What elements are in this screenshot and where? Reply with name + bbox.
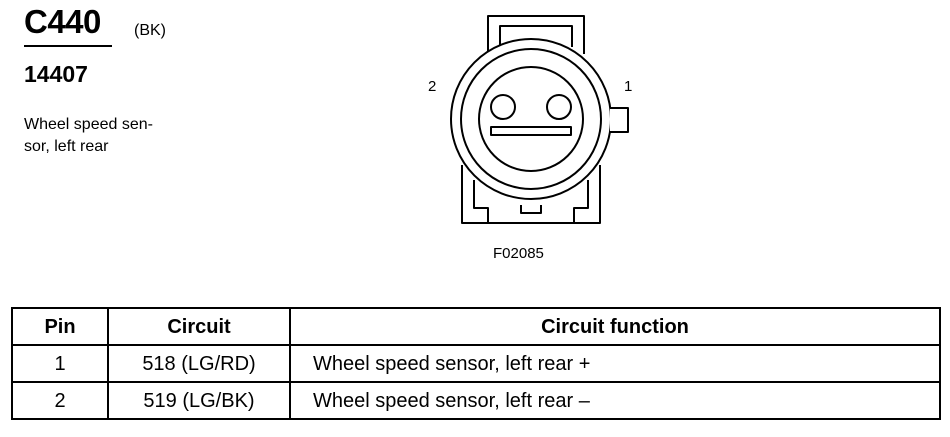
connector-terminal-face bbox=[478, 66, 584, 172]
column-header-pin: Pin bbox=[11, 307, 109, 346]
connector-face-diagram bbox=[450, 15, 629, 224]
pin-cell: 2 bbox=[11, 381, 109, 420]
connector-bottom-key bbox=[520, 205, 542, 214]
table-header-row: Pin Circuit Circuit function bbox=[11, 307, 941, 346]
connector-latch-inner bbox=[499, 25, 573, 47]
connector-id-underline bbox=[24, 45, 112, 47]
pin-label-1: 1 bbox=[624, 78, 633, 95]
circuit-function-cell: Wheel speed sensor, left rear + bbox=[289, 344, 941, 383]
pinout-table: Pin Circuit Circuit function 1 518 (LG/R… bbox=[11, 307, 941, 420]
circuit-function-cell: Wheel speed sensor, left rear – bbox=[289, 381, 941, 420]
connector-latch-outer bbox=[487, 15, 585, 54]
connector-color-code: (BK) bbox=[134, 22, 166, 39]
terminal-bar bbox=[490, 126, 572, 136]
connector-side-tab bbox=[610, 107, 629, 133]
description-line-1: Wheel speed sen- bbox=[24, 116, 153, 133]
terminal-cavity-pin-1 bbox=[546, 94, 572, 120]
connector-body-outer bbox=[461, 165, 601, 224]
circuit-cell: 518 (LG/RD) bbox=[107, 344, 291, 383]
circuit-cell: 519 (LG/BK) bbox=[107, 381, 291, 420]
connector-body-step-right bbox=[573, 180, 589, 223]
table-row: 2 519 (LG/BK) Wheel speed sensor, left r… bbox=[11, 381, 941, 420]
figure-code: F02085 bbox=[493, 245, 544, 262]
pin-label-2: 2 bbox=[428, 78, 437, 95]
connector-id: C440 bbox=[24, 3, 101, 40]
column-header-circuit: Circuit bbox=[107, 307, 291, 346]
pin-cell: 1 bbox=[11, 344, 109, 383]
connector-outer-ring bbox=[450, 38, 612, 200]
column-header-circuit-function: Circuit function bbox=[289, 307, 941, 346]
terminal-cavity-pin-2 bbox=[490, 94, 516, 120]
part-number: 14407 bbox=[24, 61, 88, 87]
description-line-2: sor, left rear bbox=[24, 138, 109, 155]
connector-inner-ring bbox=[460, 48, 602, 190]
connector-description: Wheel speed sen- sor, left rear bbox=[24, 114, 174, 158]
table-row: 1 518 (LG/RD) Wheel speed sensor, left r… bbox=[11, 344, 941, 383]
connector-body-step-left bbox=[473, 180, 489, 223]
